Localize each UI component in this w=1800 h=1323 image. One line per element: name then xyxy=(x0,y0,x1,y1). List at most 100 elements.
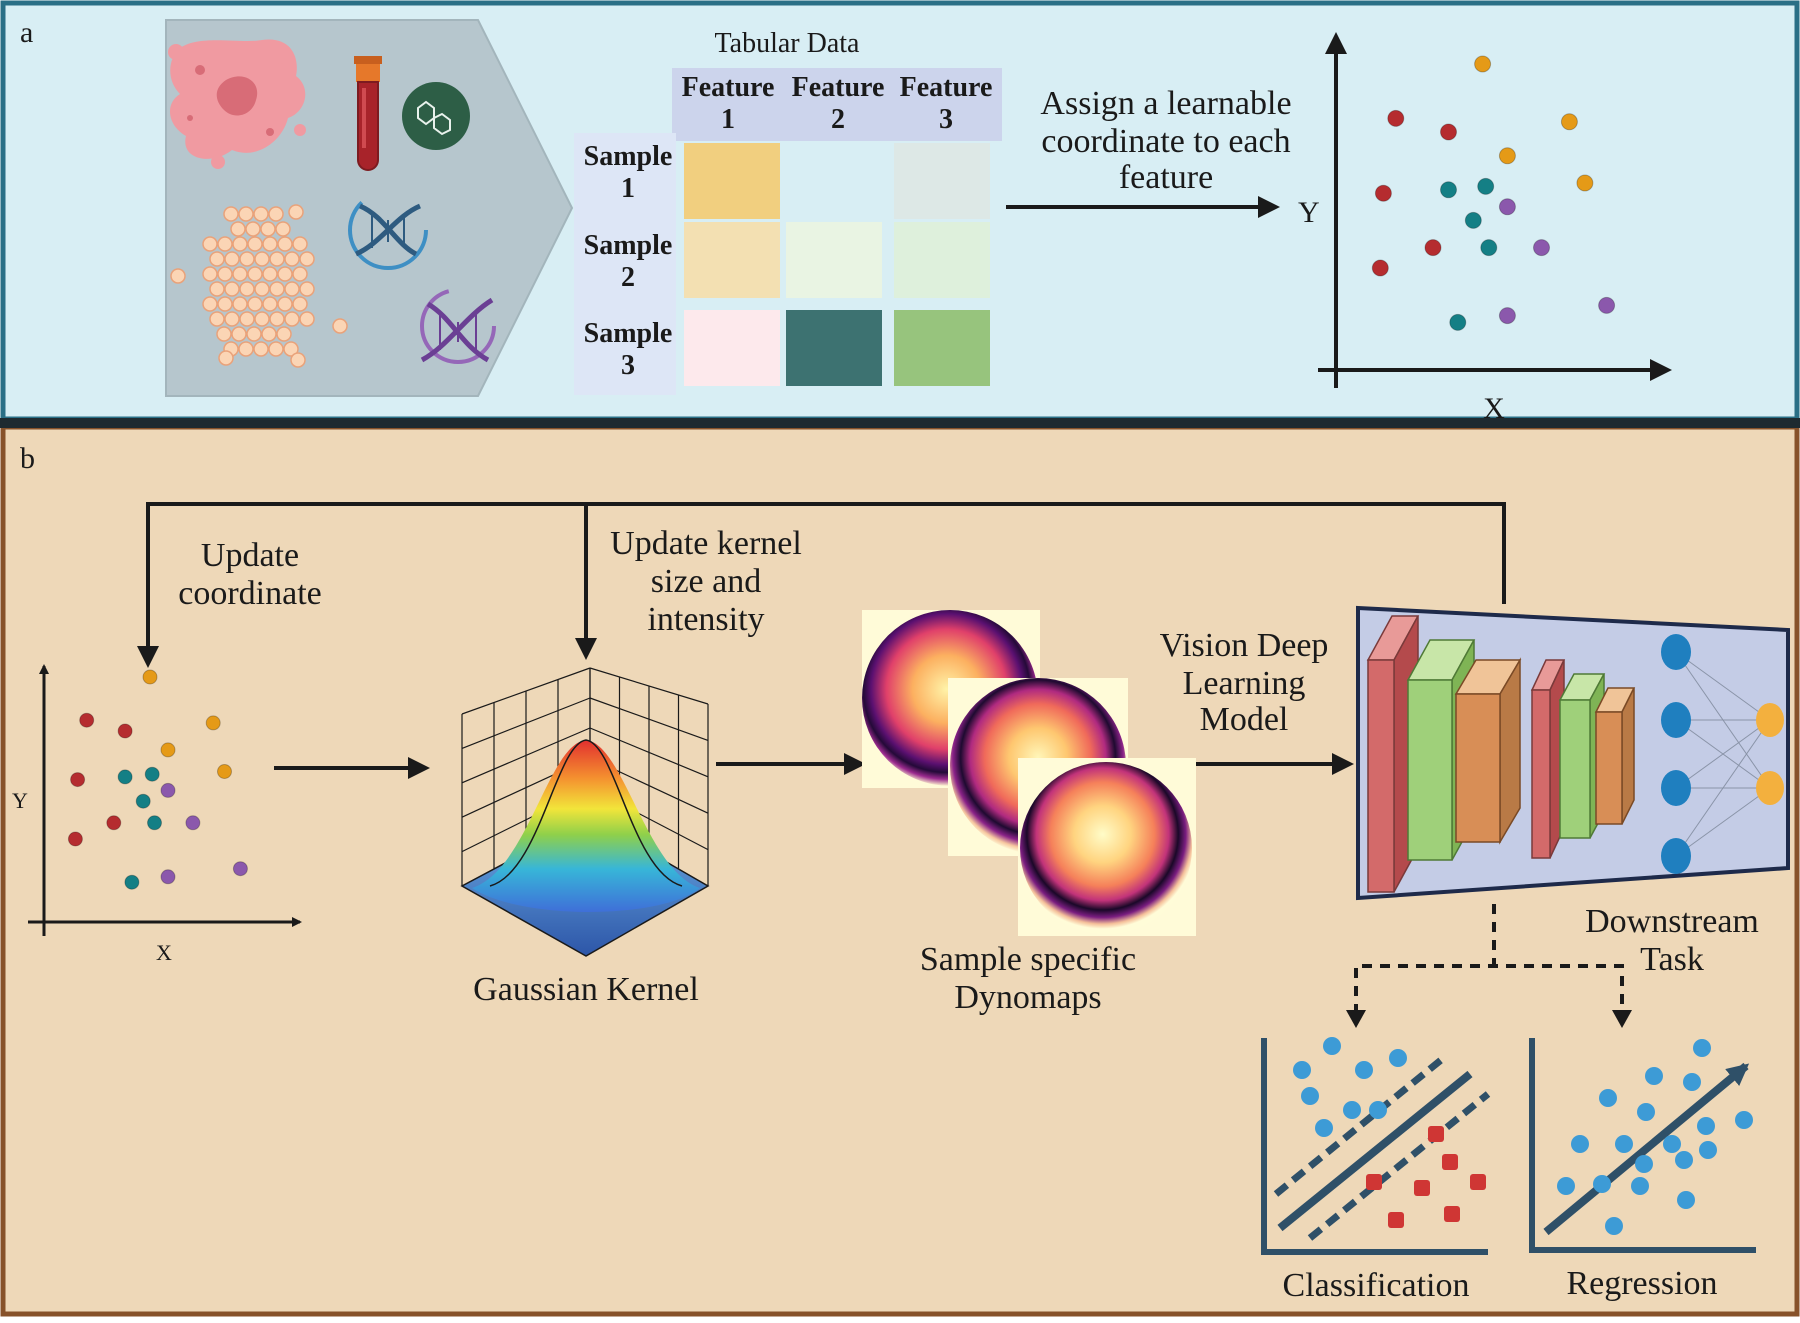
cell-17 xyxy=(224,251,240,267)
cell-15 xyxy=(292,236,308,252)
cell-27 xyxy=(262,266,278,282)
cell-4 xyxy=(268,206,284,222)
cell-20 xyxy=(269,251,285,267)
grid-left-h1 xyxy=(461,697,591,749)
cell-54 xyxy=(261,326,277,342)
classification-axes xyxy=(1261,1038,1488,1255)
cell-49 xyxy=(284,311,300,327)
vision-label-line-3: Model xyxy=(1200,701,1289,738)
regression-point-6 xyxy=(1735,1111,1753,1129)
cell-11 xyxy=(232,236,248,252)
class-a-point-6 xyxy=(1343,1101,1361,1119)
regression-point-8 xyxy=(1571,1135,1589,1153)
scatter-b-y-label: Y xyxy=(12,788,28,813)
table-cell-r3-c3 xyxy=(894,310,990,386)
cell-30 xyxy=(209,281,225,297)
scatter-a-point-8 xyxy=(1498,147,1516,165)
dna-icon-blue xyxy=(348,190,428,270)
class-b-point-7 xyxy=(1388,1212,1404,1228)
scatter-b-point-18 xyxy=(232,861,248,877)
panel-a: a xyxy=(0,0,1800,425)
scatter-a-point-5 xyxy=(1371,259,1389,277)
scatter-a-point-1 xyxy=(1387,109,1405,127)
regression-plot: Regression xyxy=(1529,1038,1756,1302)
scatter-b-point-15 xyxy=(160,782,176,798)
conv-block-orange-2 xyxy=(1594,687,1636,825)
scatter-a-point-3 xyxy=(1374,184,1392,202)
table-cell-r2-c2 xyxy=(786,222,882,298)
class-a-point-2 xyxy=(1323,1037,1341,1055)
downstream-label-line-2: Task xyxy=(1640,941,1704,978)
gaussian-surface xyxy=(472,740,700,912)
class-b-point-4 xyxy=(1414,1180,1430,1196)
scatter-b-point-5 xyxy=(67,831,83,847)
scatter-a-point-17 xyxy=(1498,307,1516,325)
panel-a-label: a xyxy=(20,16,33,49)
cell-10 xyxy=(217,236,233,252)
scatter-b-points xyxy=(67,669,248,890)
update-kernel-line-3: intensity xyxy=(647,601,764,638)
vision-label-line-2: Learning xyxy=(1183,665,1306,702)
table-cell-r2-c1 xyxy=(684,222,780,298)
cell-55 xyxy=(276,326,292,342)
scatter-b-point-8 xyxy=(160,742,176,758)
hidden-node-2 xyxy=(1661,702,1691,738)
output-node-1 xyxy=(1756,703,1784,737)
scatter-b-point-10 xyxy=(117,769,133,785)
regression-point-17 xyxy=(1677,1191,1695,1209)
table-title: Tabular Data xyxy=(715,28,861,59)
regression-points xyxy=(1557,1039,1753,1235)
conv-block-green-2 xyxy=(1558,673,1606,839)
assign-text-line-1: Assign a learnable xyxy=(1040,85,1291,122)
regression-point-10 xyxy=(1663,1135,1681,1153)
table-cell-r3-c2 xyxy=(786,310,882,386)
cell-48 xyxy=(269,311,285,327)
dynomaps-label-line-2: Dynomaps xyxy=(954,979,1101,1016)
regression-label: Regression xyxy=(1566,1265,1717,1302)
cell-40 xyxy=(247,296,263,312)
scatter-b-point-12 xyxy=(135,793,151,809)
cells-icon xyxy=(170,204,348,368)
table-cell-r1-c2 xyxy=(786,143,882,219)
cell-8 xyxy=(275,221,291,237)
regression-point-5 xyxy=(1637,1103,1655,1121)
connection-4-2 xyxy=(1675,787,1771,857)
gaussian-kernel: Gaussian Kernel xyxy=(460,667,710,1008)
scatter-b-point-13 xyxy=(147,815,162,831)
sample-header-1-line-2: 1 xyxy=(621,173,635,204)
cell-13 xyxy=(262,236,278,252)
regression-point-14 xyxy=(1631,1177,1649,1195)
cell-35 xyxy=(284,281,300,297)
grid-left-h2 xyxy=(461,727,591,784)
scatter-b-point-1 xyxy=(79,712,95,728)
regression-point-3 xyxy=(1683,1073,1701,1091)
update-kernel-line-1: Update kernel xyxy=(610,525,802,562)
classification-label: Classification xyxy=(1283,1267,1470,1304)
grid-right-h2 xyxy=(589,727,709,778)
update-kernel-line-2: size and xyxy=(651,563,761,600)
arrowhead-regression xyxy=(1612,1010,1632,1028)
downstream-label-line-1: Downstream xyxy=(1585,903,1759,940)
panel-b-label: b xyxy=(20,442,35,475)
cell-52 xyxy=(231,326,247,342)
cell-9 xyxy=(202,236,218,252)
panel-divider xyxy=(0,418,1800,428)
update-coordinate-line-2: coordinate xyxy=(178,575,322,612)
cell-43 xyxy=(292,296,308,312)
scatter-a-points xyxy=(1371,55,1616,331)
dynomap-3 xyxy=(1020,762,1192,934)
output-node-2 xyxy=(1756,771,1784,805)
cell-23 xyxy=(202,266,218,282)
conv-block-orange-1 xyxy=(1454,657,1522,845)
cell-47 xyxy=(254,311,270,327)
feature-header-1-line-2: 1 xyxy=(721,104,735,135)
classification-plot: Classification xyxy=(1261,1037,1491,1304)
vision-deep-learning-model xyxy=(1356,605,1790,901)
connection-3-1 xyxy=(1675,719,1771,789)
scatter-a-point-6 xyxy=(1474,55,1492,73)
cell-loose-4 xyxy=(290,352,306,368)
scatter-a-point-2 xyxy=(1440,123,1457,141)
classification-margin-lower xyxy=(1307,1091,1491,1241)
